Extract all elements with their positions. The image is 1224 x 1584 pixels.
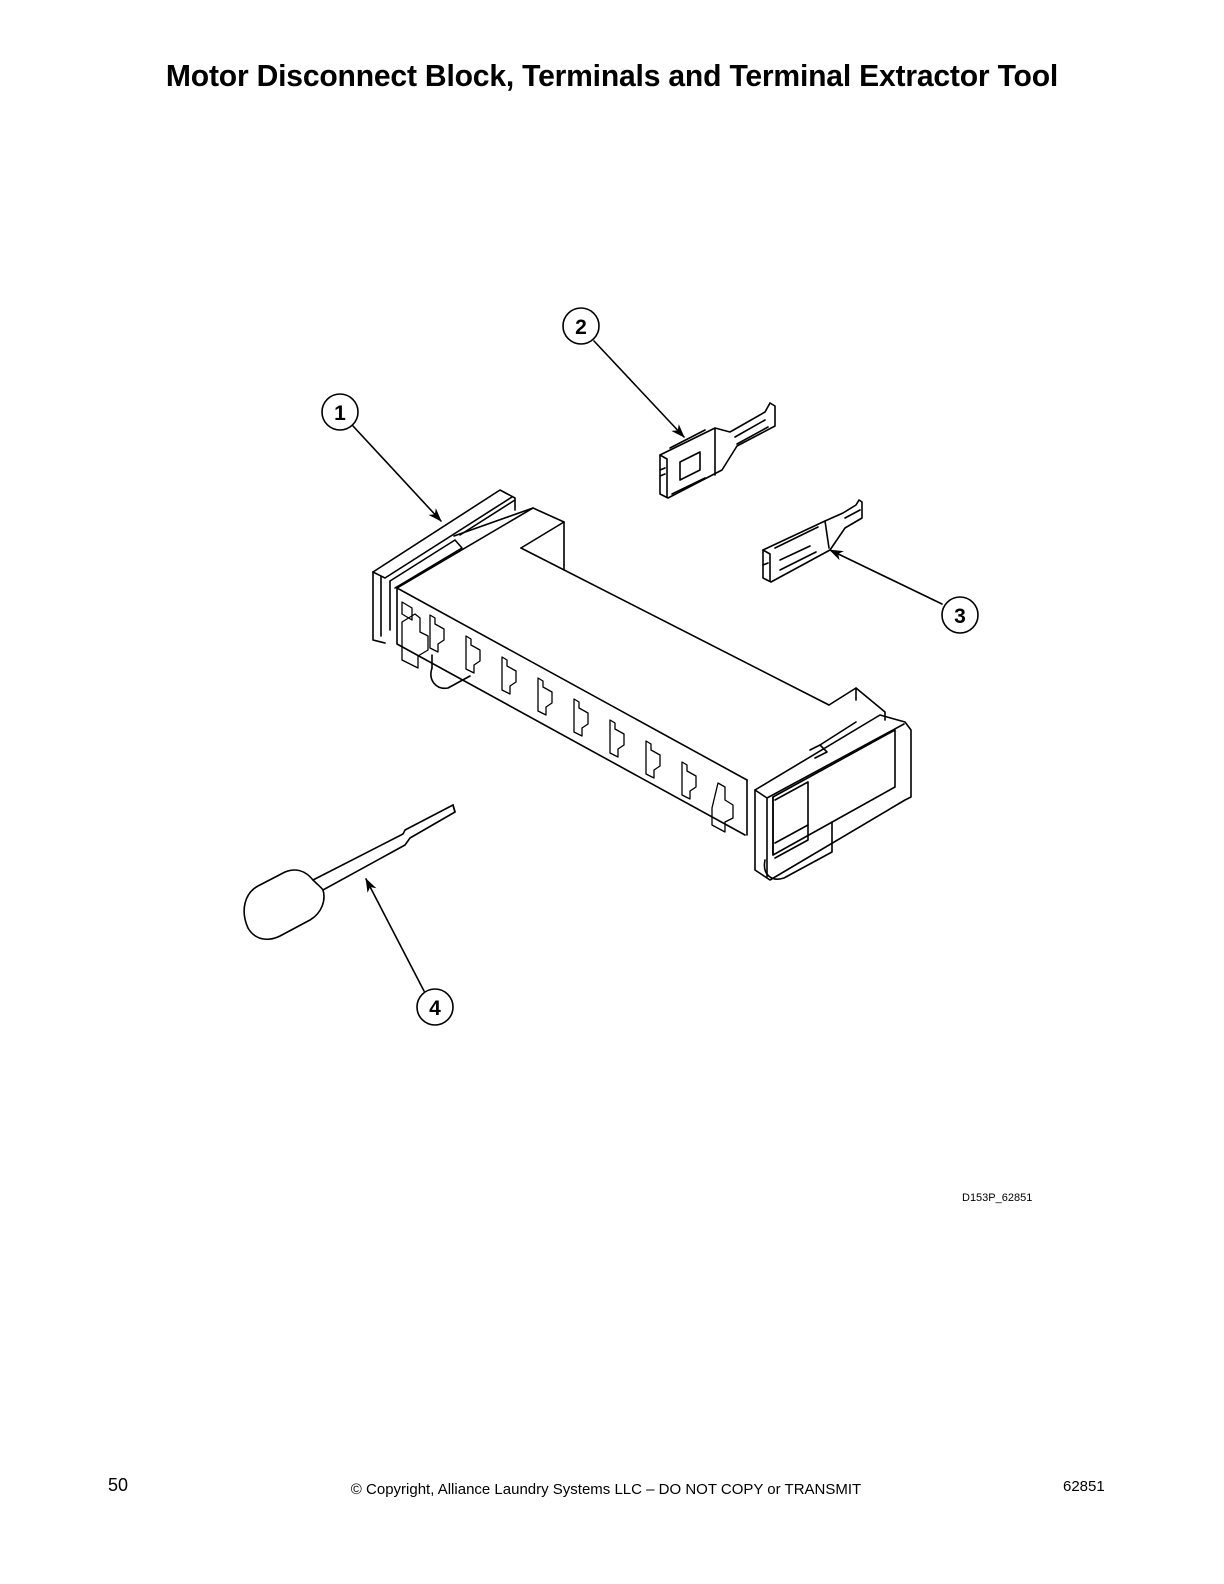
document-number: 62851 <box>1063 1478 1105 1495</box>
page-title: Motor Disconnect Block, Terminals and Te… <box>165 58 1059 93</box>
callout-2-circle <box>562 307 600 345</box>
leader-line-4 <box>365 878 425 992</box>
callout-3-label: 3 <box>954 605 966 628</box>
copyright-notice: © Copyright, Alliance Laundry Systems LL… <box>350 1481 862 1498</box>
callout-4-label: 4 <box>429 997 441 1020</box>
leader-line-1 <box>352 425 442 522</box>
callout-1-label: 1 <box>334 402 346 425</box>
figure-id: D153P_62851 <box>962 1192 1033 1204</box>
terminal-small <box>762 499 863 583</box>
leader-line-3 <box>829 549 943 605</box>
callout-3-circle <box>941 596 979 634</box>
motor-disconnect-block <box>372 489 912 881</box>
callout-4-circle <box>416 988 454 1026</box>
terminal-large <box>659 402 776 499</box>
leader-line-2 <box>593 340 685 438</box>
page-number: 50 <box>108 1475 129 1495</box>
terminal-extractor-tool <box>243 804 456 941</box>
callout-1-circle <box>321 393 359 431</box>
callout-2-label: 2 <box>575 316 587 339</box>
